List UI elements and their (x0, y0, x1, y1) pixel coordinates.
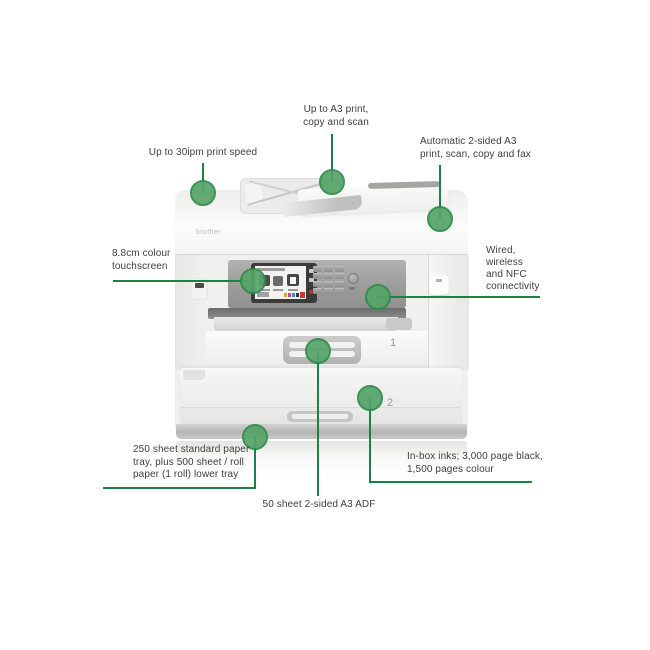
panel-small-button (349, 287, 355, 290)
keypad-key (324, 266, 333, 272)
auto-two-sided-connector-line (439, 165, 441, 219)
tray-2-number: 2 (387, 397, 394, 409)
screen-icon-caption (273, 289, 283, 291)
adf-label: 50 sheet 2-sided A3 ADF (262, 499, 376, 510)
keypad-key (335, 288, 344, 294)
touchscreen-connector-line (113, 280, 253, 282)
screen-icon-caption (288, 289, 298, 291)
paper-output-slot (208, 308, 406, 319)
printer-base (176, 424, 467, 439)
screen-footer-bar (257, 292, 269, 297)
keypad-key (313, 273, 322, 279)
front-usb-port (195, 283, 204, 288)
panel-round-button (348, 273, 359, 284)
keypad-key (313, 281, 322, 287)
screen-status-bar (257, 268, 285, 271)
print-speed-connector-line (202, 163, 204, 193)
paper-trays-label: 250 sheet standard paper tray, plus 500 … (133, 444, 250, 480)
auto-two-sided-marker (427, 206, 453, 232)
keypad-key (335, 266, 344, 272)
printer-reflection (176, 441, 467, 475)
nfc-icon (436, 279, 442, 282)
a3-print-label: Up to A3 print, copy and scan (303, 104, 369, 128)
paper-trays-connector-line-h (103, 487, 256, 489)
touchscreen-label: 8.8cm colour touchscreen (112, 248, 171, 272)
keypad-key (324, 273, 333, 279)
inks-marker (357, 385, 383, 411)
screen-shortcut-icon (273, 276, 283, 286)
adf-connector-line (317, 351, 319, 496)
keypad-key (313, 266, 322, 272)
ink-level-magenta (288, 293, 291, 297)
touchscreen-marker (240, 268, 266, 294)
tray-2-seam (181, 407, 461, 408)
a3-print-connector-line (331, 134, 333, 182)
a3-print-marker (319, 169, 345, 195)
home-icon (309, 278, 314, 282)
brother-logo: brother (196, 229, 221, 236)
tray-2-handle-slat (292, 414, 348, 419)
left-side-panel (175, 255, 207, 370)
inks-connector-line-h (369, 481, 532, 483)
paper-trays-connector-line-v (254, 436, 256, 489)
right-side-panel (428, 255, 469, 370)
auto-two-sided-label: Automatic 2-sided A3 print, scan, copy a… (420, 136, 531, 160)
inks-connector-line-v (369, 397, 371, 483)
nfc-touch-area (429, 275, 449, 295)
keypad-key (313, 288, 322, 294)
paper-stop (386, 318, 412, 330)
ink-level-yellow (284, 293, 287, 297)
connectivity-connector-line (377, 296, 540, 298)
adf-marker (305, 338, 331, 364)
keypad-key (324, 281, 333, 287)
screen-icon-caption (259, 289, 270, 291)
keypad-key (324, 288, 333, 294)
keypad-key (335, 281, 344, 287)
screen-shortcut-icon (290, 277, 296, 284)
ink-level-cyan (292, 293, 295, 297)
tray-1-number: 1 (390, 337, 397, 349)
paper-output-shelf (214, 317, 398, 331)
print-speed-marker (190, 180, 216, 206)
tray-2-notch (183, 370, 205, 380)
screen-cancel-key (300, 292, 305, 298)
back-icon (309, 269, 314, 273)
warning-led (309, 290, 313, 294)
keypad-key (335, 273, 344, 279)
ink-level-black (296, 293, 299, 297)
connectivity-label: Wired, wireless and NFC connectivity (486, 245, 540, 292)
connectivity-marker (365, 284, 391, 310)
print-speed-label: Up to 30ipm print speed (148, 147, 258, 158)
inks-label: In-box inks; 3,000 page black, 1,500 pag… (407, 451, 543, 475)
paper-trays-marker (242, 424, 268, 450)
